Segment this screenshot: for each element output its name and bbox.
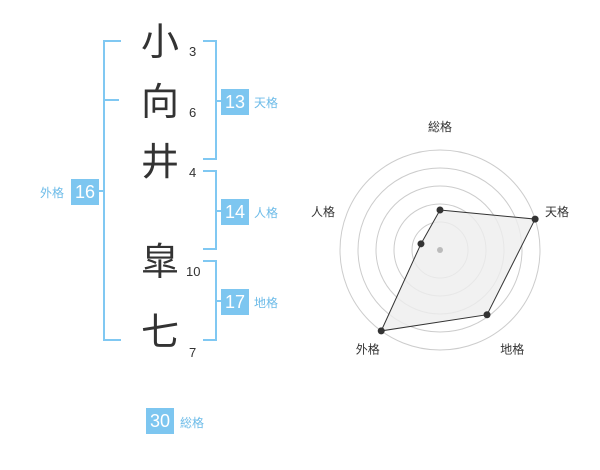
gaikaku-bracket-tick	[105, 99, 119, 101]
gaikaku-value: 16	[71, 179, 99, 205]
tenkaku-label: 天格	[254, 96, 279, 110]
radar-point-1	[436, 206, 444, 214]
name-char-4: 皐	[140, 240, 179, 284]
jinkaku-label: 人格	[254, 206, 279, 220]
chikaku-bracket-connector	[215, 300, 222, 302]
radar-point-2	[531, 215, 539, 223]
radar-ring-4	[357, 167, 523, 333]
soukaku-label: 総格	[180, 416, 205, 430]
chikaku-value: 17	[221, 289, 249, 315]
name-char-2: 向	[140, 80, 179, 124]
radar-data-polygon	[380, 209, 536, 332]
radar-axis-label-3: 地格	[500, 342, 524, 357]
gaikaku-bracket-connector	[99, 190, 105, 192]
jinkaku-bracket-connector	[215, 210, 222, 212]
stroke-count-3: 4	[189, 165, 197, 180]
soukaku-value: 30	[146, 408, 174, 434]
jinkaku-value: 14	[221, 199, 249, 225]
radar-point-4	[377, 327, 385, 335]
stroke-count-2: 6	[189, 105, 197, 120]
chikaku-label: 地格	[254, 296, 279, 310]
radar-axis-label-4: 外格	[356, 342, 380, 357]
stroke-count-1: 3	[189, 44, 197, 59]
stroke-count-4: 10	[186, 264, 201, 279]
radar-ring-5	[339, 149, 541, 351]
radar-axis-label-1: 総格	[428, 119, 452, 134]
stroke-count-5: 7	[189, 345, 197, 360]
name-char-3: 井	[140, 140, 179, 184]
gaikaku-label: 外格	[40, 186, 65, 200]
name-char-1: 小	[140, 20, 179, 64]
tenkaku-value: 13	[221, 89, 249, 115]
tenkaku-bracket-connector	[215, 100, 222, 102]
radar-axis-label-2: 天格	[545, 204, 569, 219]
name-char-5: 七	[140, 310, 179, 354]
radar-center-dot	[437, 247, 443, 253]
radar-point-5	[417, 240, 425, 248]
radar-point-3	[483, 311, 491, 319]
radar-axis-label-5: 人格	[311, 204, 335, 219]
